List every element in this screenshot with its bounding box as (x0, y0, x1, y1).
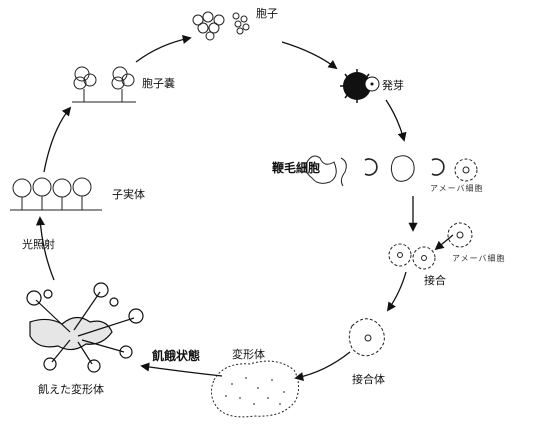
germinating-spore (340, 69, 380, 103)
label-spore: 胞子 (256, 7, 278, 20)
label-sporangium: 胞子嚢 (142, 77, 175, 90)
sporangium (72, 66, 136, 103)
label-light: 光照射 (22, 238, 55, 251)
starved-plasmodium (26, 282, 144, 373)
zygote-cell (348, 318, 385, 357)
arrow-amoeba-merge (434, 234, 454, 251)
arrow-plasmodium-to-starved (140, 362, 223, 377)
label-amoeba-upper: アメーバ細胞 (430, 184, 484, 193)
label-flagellate: 鞭毛細胞 (272, 161, 321, 175)
label-zygote: 接合体 (352, 373, 385, 386)
arrow-fusion-to-zygote (386, 271, 407, 312)
arrow-starved-to-fruiting (35, 216, 55, 281)
label-starvation: 飢餓状態 (152, 349, 201, 363)
label-germination: 発芽 (382, 79, 404, 92)
arrow-zygote-to-plasmodium (294, 351, 351, 381)
fruiting-bodies (10, 177, 102, 211)
label-plasmodium: 変形体 (232, 348, 265, 361)
label-starved-plasmodium: 飢えた変形体 (38, 383, 104, 396)
spore-cluster (192, 11, 250, 41)
cycle-arrows (35, 34, 454, 381)
arrow-sporangium-to-spore (135, 34, 192, 63)
arrow-spore-to-germination (281, 41, 338, 70)
plasmodium (210, 360, 300, 418)
arrow-germination-to-flagellate (385, 99, 407, 142)
flagellate-and-amoeba-cells (305, 155, 478, 270)
arrow-fruiting-to-sporangium (43, 106, 72, 173)
label-fruiting-body: 子実体 (112, 188, 145, 201)
label-fusion: 接合 (424, 274, 446, 287)
label-amoeba-lower: アメーバ細胞 (452, 254, 506, 263)
